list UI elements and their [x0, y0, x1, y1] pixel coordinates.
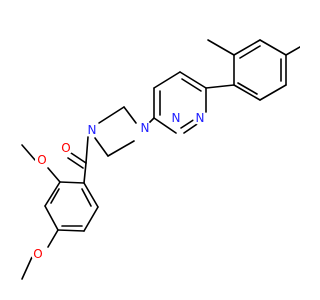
bond [57, 229, 85, 232]
bond [98, 106, 125, 124]
pyridazine-n2-label: N [196, 111, 205, 125]
bond [181, 78, 202, 92]
bond-group [21, 39, 300, 280]
bond [50, 188, 60, 204]
carbonyl-oxygen-atom: O [59, 141, 73, 155]
piperazine-n-amide-atom: N [85, 123, 99, 137]
methoxy-oxygen-para-label: O [33, 247, 42, 261]
bond [94, 137, 109, 157]
piperazine-n-aryl-atom: N [138, 121, 152, 135]
bond [153, 117, 177, 134]
bond [83, 206, 99, 232]
bond [259, 84, 287, 101]
methoxy-oxygen-para-atom: O [31, 247, 45, 261]
bond [179, 71, 207, 89]
bond [207, 39, 235, 56]
bond [47, 167, 61, 183]
bond [21, 256, 33, 280]
carbonyl-oxygen-label: O [61, 141, 70, 155]
bond [259, 39, 287, 56]
methoxy-oxygen-ortho-label: O [37, 153, 46, 167]
bond [123, 106, 137, 124]
piperazine-n-amide-label: N [88, 123, 97, 137]
bond [59, 181, 85, 184]
bond [67, 157, 84, 169]
bond [81, 188, 92, 207]
molecule-structure-diagram: N N N N O O O [21, 39, 300, 280]
bond [85, 136, 89, 164]
piperazine-n-aryl-label: N [141, 121, 150, 135]
bond [239, 45, 261, 59]
atom-label-group: N N N N O O O [31, 111, 207, 261]
bond [153, 71, 181, 89]
bond [70, 152, 87, 164]
bond [44, 181, 61, 207]
bond [205, 84, 235, 89]
pyridazine-n1-label: N [172, 111, 181, 125]
bond [47, 229, 59, 248]
pyridazine-n1-atom: N [169, 111, 183, 125]
bond [83, 182, 99, 208]
bond [285, 46, 300, 56]
bond [107, 140, 135, 157]
bond [83, 162, 87, 184]
pyridazine-n2-atom: N [193, 111, 207, 125]
bond [233, 39, 261, 56]
bond [44, 205, 59, 231]
bond [233, 84, 261, 101]
bond [21, 144, 36, 161]
bond [237, 82, 258, 95]
methoxy-oxygen-ortho-atom: O [35, 153, 49, 167]
